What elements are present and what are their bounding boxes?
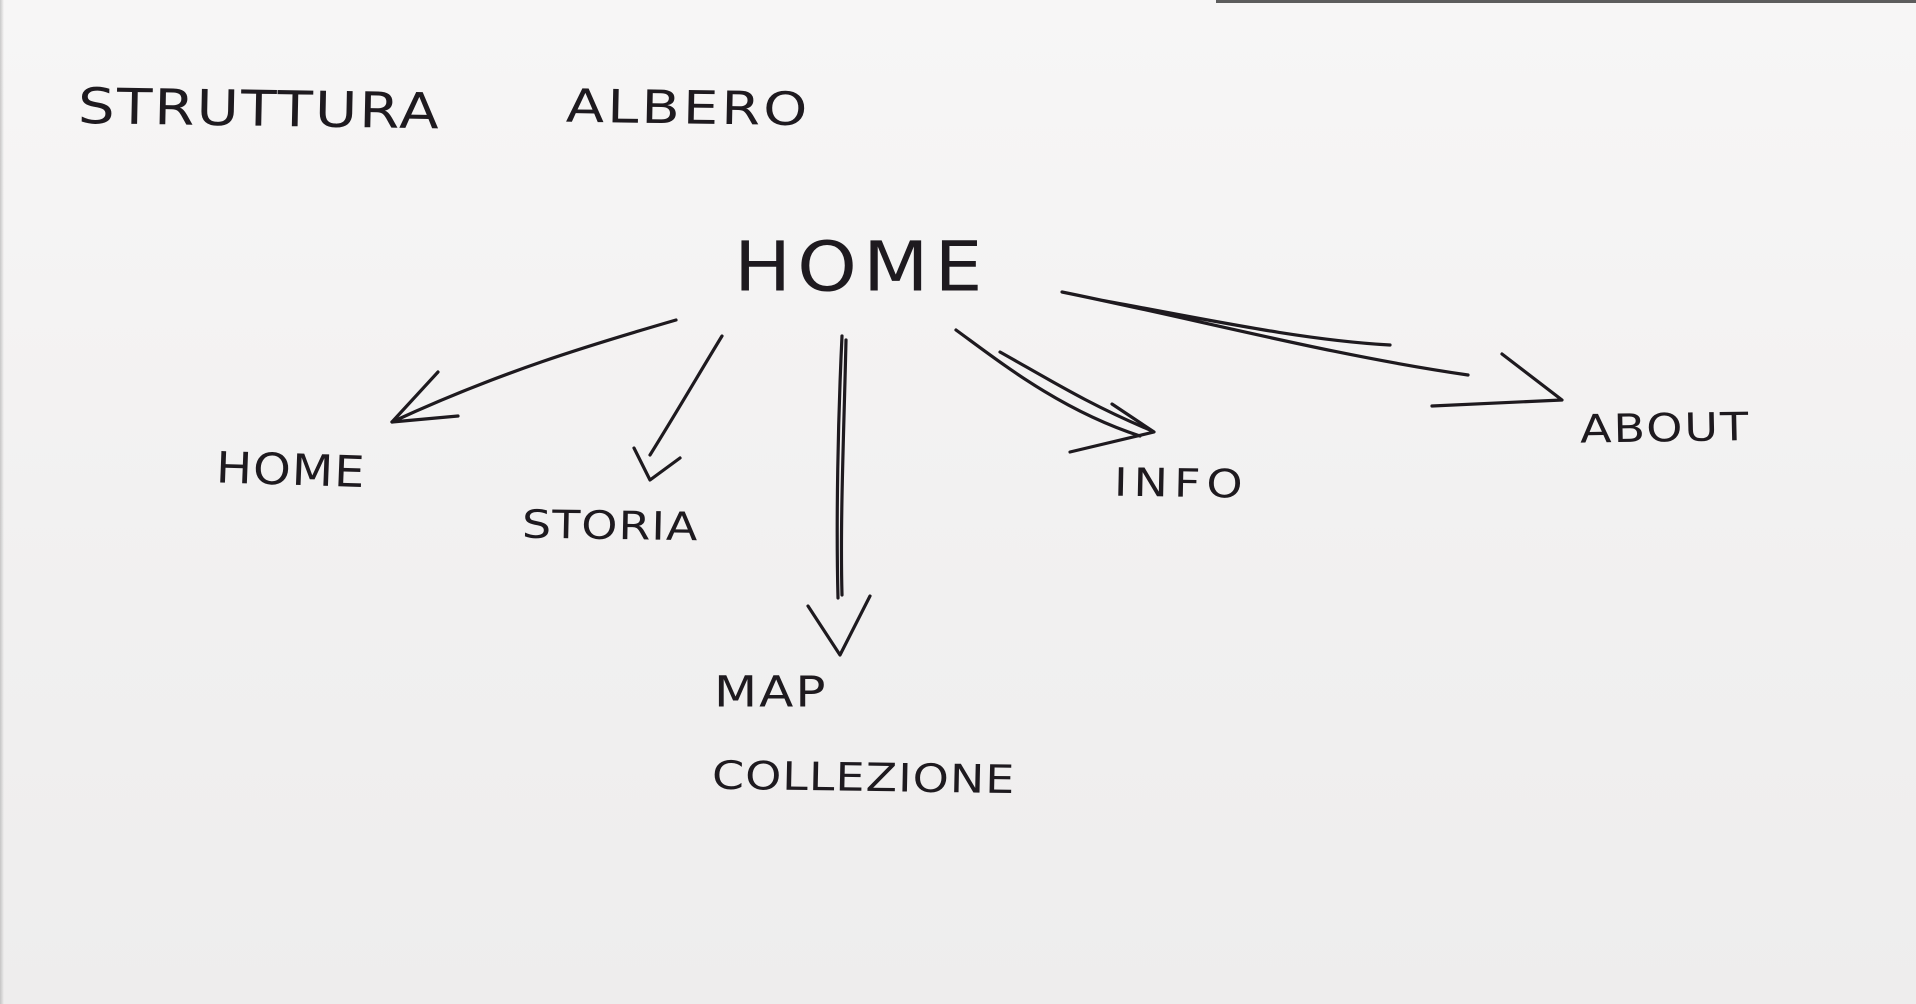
node-map-line-2: COLLEZIONE — [711, 752, 1016, 803]
arrowhead-info — [1068, 402, 1156, 454]
edge-root-to-info — [954, 328, 1152, 438]
edge-root-to-about — [1060, 290, 1470, 377]
paper-left-shadow — [0, 0, 4, 1004]
node-storia: STORIA — [521, 501, 699, 550]
node-info: INFO — [1113, 459, 1250, 507]
node-about: ABOUT — [1579, 403, 1751, 452]
diagram-title-word-1: STRUTTURA — [77, 77, 442, 141]
node-home: HOME — [215, 442, 367, 498]
arrowhead-storia — [632, 446, 682, 482]
arrowhead-home — [390, 370, 460, 424]
node-root-home: HOME — [734, 226, 989, 307]
arrowhead-map — [806, 594, 872, 657]
edge-root-to-storia — [648, 334, 724, 457]
edge-root-to-home — [390, 318, 678, 424]
node-map-line-1: MAP — [714, 667, 828, 717]
edge-root-to-map — [835, 334, 848, 600]
paper-top-edge — [1216, 0, 1916, 3]
diagram-title-word-2: ALBERO — [565, 79, 811, 137]
arrowhead-about — [1430, 352, 1564, 408]
